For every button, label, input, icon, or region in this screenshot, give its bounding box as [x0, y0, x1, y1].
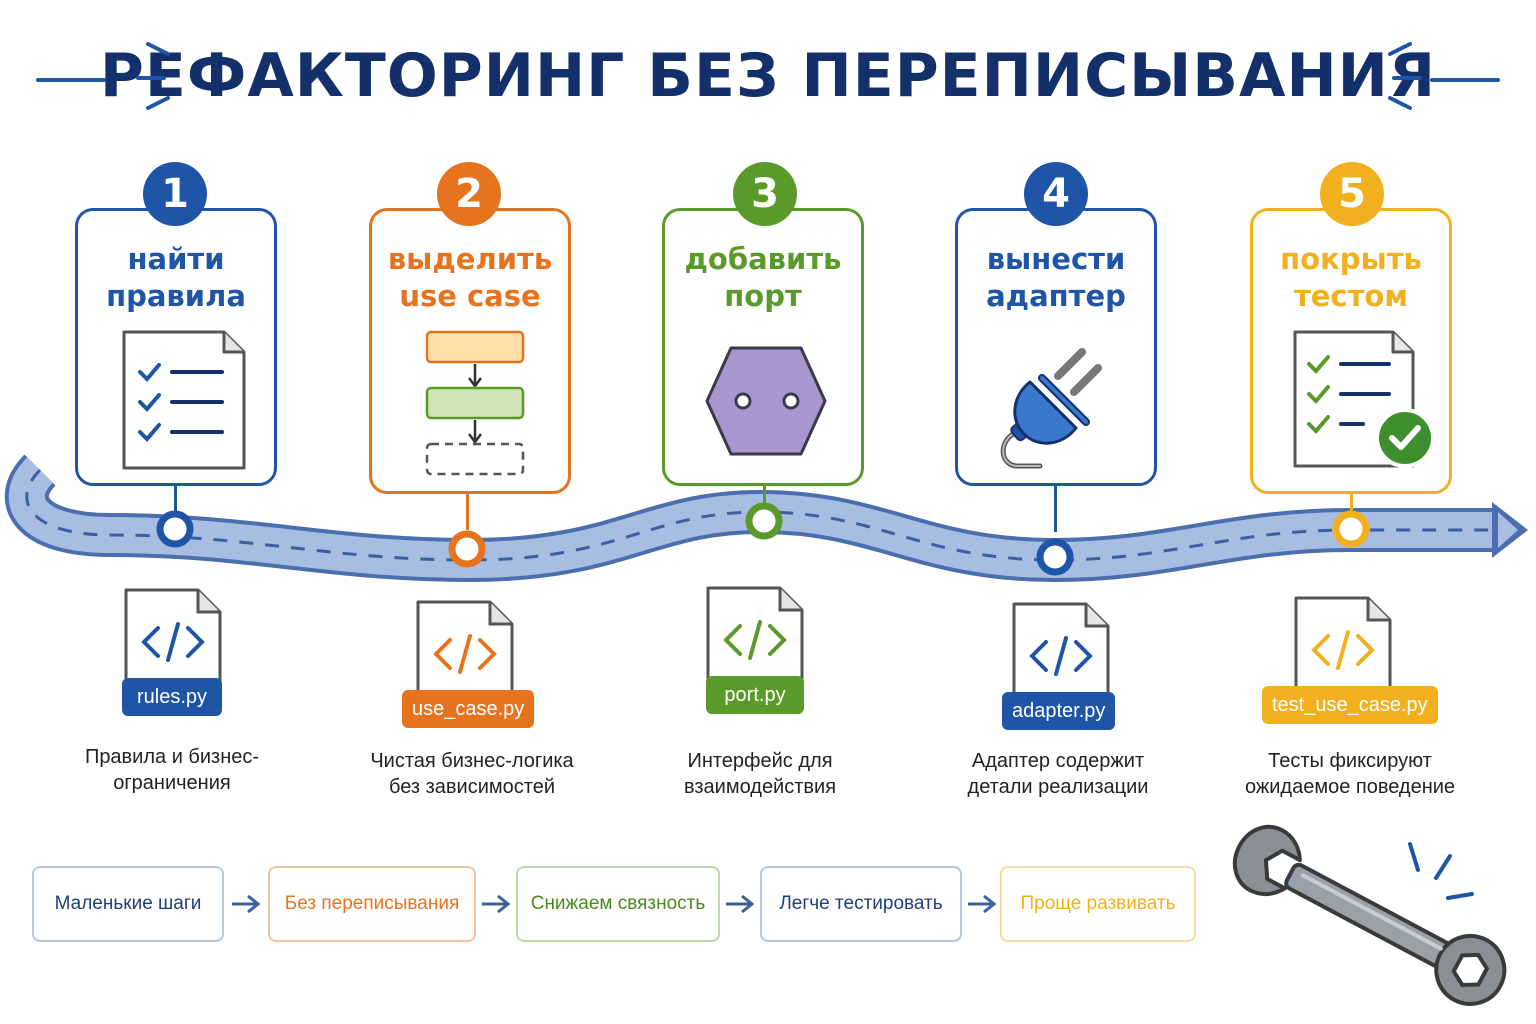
step-2-number: 2: [437, 162, 501, 226]
step-2-connector: [466, 492, 469, 530]
title-decorations: [36, 42, 1500, 110]
benefit-pill-4: Легче тестировать: [760, 866, 962, 942]
step-2-title: выделить use case: [387, 242, 553, 313]
step-4-description: Адаптер содержит детали реализации: [967, 750, 1149, 798]
step-2-card: выделить use case: [369, 208, 571, 494]
checklist-icon: [78, 326, 274, 476]
step-3-card: добавить порт: [662, 208, 864, 486]
step-2-description: Чистая бизнес-логика без зависимостей: [370, 750, 574, 798]
benefit-pill-1: Маленькие шаги: [32, 866, 224, 942]
step-4-number: 4: [1024, 162, 1088, 226]
road-path: [4, 454, 1528, 583]
step-3-connector: [763, 486, 766, 504]
step-3-title: добавить порт: [684, 242, 842, 313]
file-label-3: port.py: [706, 676, 804, 714]
step-4-title: вынести адаптер: [986, 242, 1126, 313]
arrow-right-icon: [726, 894, 755, 914]
file-label-1: rules.py: [122, 678, 222, 716]
file-label-4: adapter.py: [1002, 692, 1116, 730]
step-5-card: покрыть тестом: [1250, 208, 1452, 494]
checklist-check-icon: [1253, 326, 1449, 476]
step-3-description: Интерфейс для взаимодействия: [683, 750, 837, 798]
arrow-right-icon: [482, 894, 511, 914]
arrow-right-icon: [232, 894, 261, 914]
step-4-connector: [1054, 486, 1057, 532]
page-title: РЕФАКТОРИНГ БЕЗ ПЕРЕПИСЫВАНИЯ: [99, 41, 1437, 111]
benefit-pill-5: Проще развивать: [1000, 866, 1196, 942]
hexagon-port-icon: [665, 326, 861, 476]
benefit-pill-3: Снижаем связность: [516, 866, 720, 942]
step-1-connector: [174, 486, 177, 520]
step-3-marker: [745, 502, 783, 540]
step-5-connector: [1350, 492, 1353, 512]
step-3-number: 3: [733, 162, 797, 226]
code-file-icon-5: [1294, 596, 1392, 710]
step-1-description: Правила и бизнес- ограничения: [84, 746, 260, 794]
step-1-number: 1: [143, 162, 207, 226]
arrow-right-icon: [968, 894, 997, 914]
step-4-marker: [1036, 538, 1074, 576]
file-label-5: test_use_case.py: [1262, 686, 1438, 724]
step-4-card: вынести адаптер: [955, 208, 1157, 486]
step-5-description: Тесты фиксируют ожидаемое поведение: [1244, 750, 1456, 798]
step-1-card: найти правила: [75, 208, 277, 486]
benefit-pill-2: Без переписывания: [268, 866, 476, 942]
wrench-icon: [1232, 824, 1507, 1006]
step-5-marker: [1332, 510, 1370, 548]
code-file-icon-2: [416, 600, 514, 714]
step-1-marker: [156, 510, 194, 548]
step-2-marker: [448, 530, 486, 568]
code-file-icon-3: [706, 586, 804, 700]
flowchart-icon: [372, 326, 568, 476]
step-1-title: найти правила: [106, 242, 246, 313]
code-file-icon-1: [124, 588, 222, 702]
file-label-2: use_case.py: [402, 690, 535, 728]
code-file-icon-4: [1012, 602, 1110, 716]
step-5-number: 5: [1320, 162, 1384, 226]
plug-icon: [958, 326, 1154, 476]
step-5-title: покрыть тестом: [1280, 242, 1422, 313]
